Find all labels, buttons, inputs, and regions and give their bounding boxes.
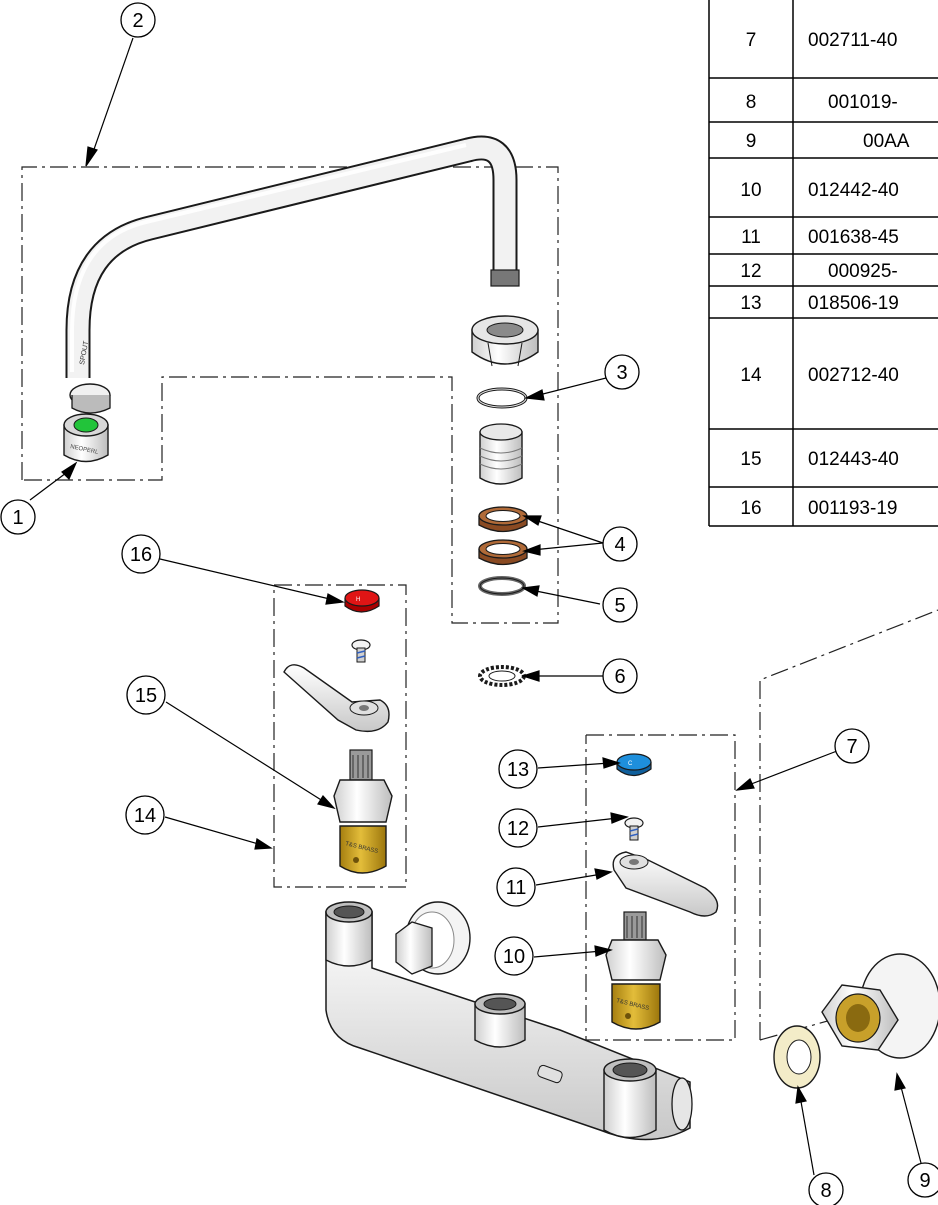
callout-bubble — [604, 354, 640, 390]
callout-label: 1 — [12, 507, 23, 529]
callout-bubble — [125, 795, 165, 835]
callout-bubble — [498, 808, 538, 848]
callout-label: 9 — [919, 1170, 930, 1192]
table-row-part: 001019- — [828, 92, 898, 113]
table-row-part: 018506-19 — [808, 293, 899, 314]
callout-bubble — [120, 2, 156, 38]
table-row-item: 7 — [746, 30, 757, 51]
callout-bubble — [602, 658, 638, 694]
eccentric-flange — [821, 953, 938, 1059]
callout-bubble — [602, 526, 638, 562]
callout-bubble — [494, 936, 534, 976]
parts-table — [708, 0, 938, 527]
faucet-body — [325, 901, 693, 1141]
table-row-part: 002711-40 — [808, 30, 897, 51]
handle-screw-right — [624, 817, 644, 841]
lever-handle-left — [283, 664, 390, 733]
table-row-item: 13 — [740, 293, 761, 314]
svg-text:C: C — [628, 761, 633, 767]
table-row-part: 00AA — [863, 131, 910, 152]
callout-label: 3 — [616, 362, 627, 384]
table-row-part: 012443-40 — [808, 449, 899, 470]
leader-lines — [29, 37, 922, 1176]
copper-washer-lower — [478, 539, 528, 566]
callout-label: 7 — [846, 736, 857, 758]
callout-bubble — [907, 1162, 938, 1198]
callout-bubble — [498, 749, 538, 789]
table-row-item: 10 — [740, 180, 761, 201]
callout-bubble — [496, 867, 536, 907]
table-row-item: 8 — [746, 92, 757, 113]
cartridge-right: T&S BRASS — [605, 911, 667, 1030]
callout-label: 15 — [135, 685, 157, 707]
flange-washer — [773, 1025, 821, 1089]
svg-text:H: H — [356, 597, 360, 603]
callout-bubble — [602, 587, 638, 623]
table-row-item: 11 — [741, 227, 761, 248]
handle-cap-red: H — [344, 589, 380, 613]
handle-screw-left — [351, 639, 371, 663]
table-row-part: 012442-40 — [808, 180, 899, 201]
callout-label: 12 — [507, 818, 529, 840]
callout-label: 5 — [614, 595, 625, 617]
copper-washer-upper — [478, 506, 528, 533]
callout-label: 4 — [614, 534, 625, 556]
callout-bubble — [808, 1172, 844, 1205]
callout-label: 11 — [506, 877, 527, 899]
assembly-boundaries — [21, 166, 938, 1041]
swing-spout: SPOUT — [65, 135, 520, 414]
cartridge-left: T&S BRASS — [333, 749, 393, 874]
table-row-item: 15 — [740, 449, 761, 470]
callout-label: 10 — [503, 946, 525, 968]
lever-handle-right — [612, 851, 719, 917]
callout-label: 13 — [507, 759, 529, 781]
table-row-part: 002712-40 — [808, 365, 899, 386]
svg-text:SPOUT: SPOUT — [79, 340, 90, 366]
aerator: NEOPERL — [63, 413, 109, 463]
callout-label: 2 — [132, 10, 143, 32]
callout-bubble — [121, 534, 161, 574]
swivel-nut — [471, 315, 539, 367]
callout-labels: 1 2 3 4 5 6 7 8 9 10 11 12 13 14 15 16 — [12, 10, 930, 1202]
table-row-item: 16 — [740, 498, 761, 519]
table-row-item: 9 — [746, 131, 757, 152]
spout-body — [479, 423, 523, 485]
table-row-part: 001638-45 — [808, 227, 899, 248]
table-row-item: 12 — [740, 261, 761, 282]
table-row-part: 001193-19 — [808, 498, 897, 519]
callout-bubble — [834, 728, 870, 764]
callout-label: 14 — [134, 805, 156, 827]
callout-bubble — [126, 675, 166, 715]
parts-table-text: 7 002711-40 8 001019- 9 00AA 10 012442-4… — [740, 30, 909, 519]
callout-label: 8 — [820, 1180, 831, 1202]
table-row-part: 000925- — [828, 261, 898, 282]
lock-washer — [478, 665, 526, 687]
handle-cap-blue: C — [616, 753, 652, 777]
table-row-item: 14 — [740, 365, 762, 386]
callout-label: 6 — [614, 666, 625, 688]
svg-text:NEOPERL: NEOPERL — [70, 444, 100, 456]
callout-bubble — [0, 499, 36, 535]
callout-label: 16 — [130, 544, 152, 566]
